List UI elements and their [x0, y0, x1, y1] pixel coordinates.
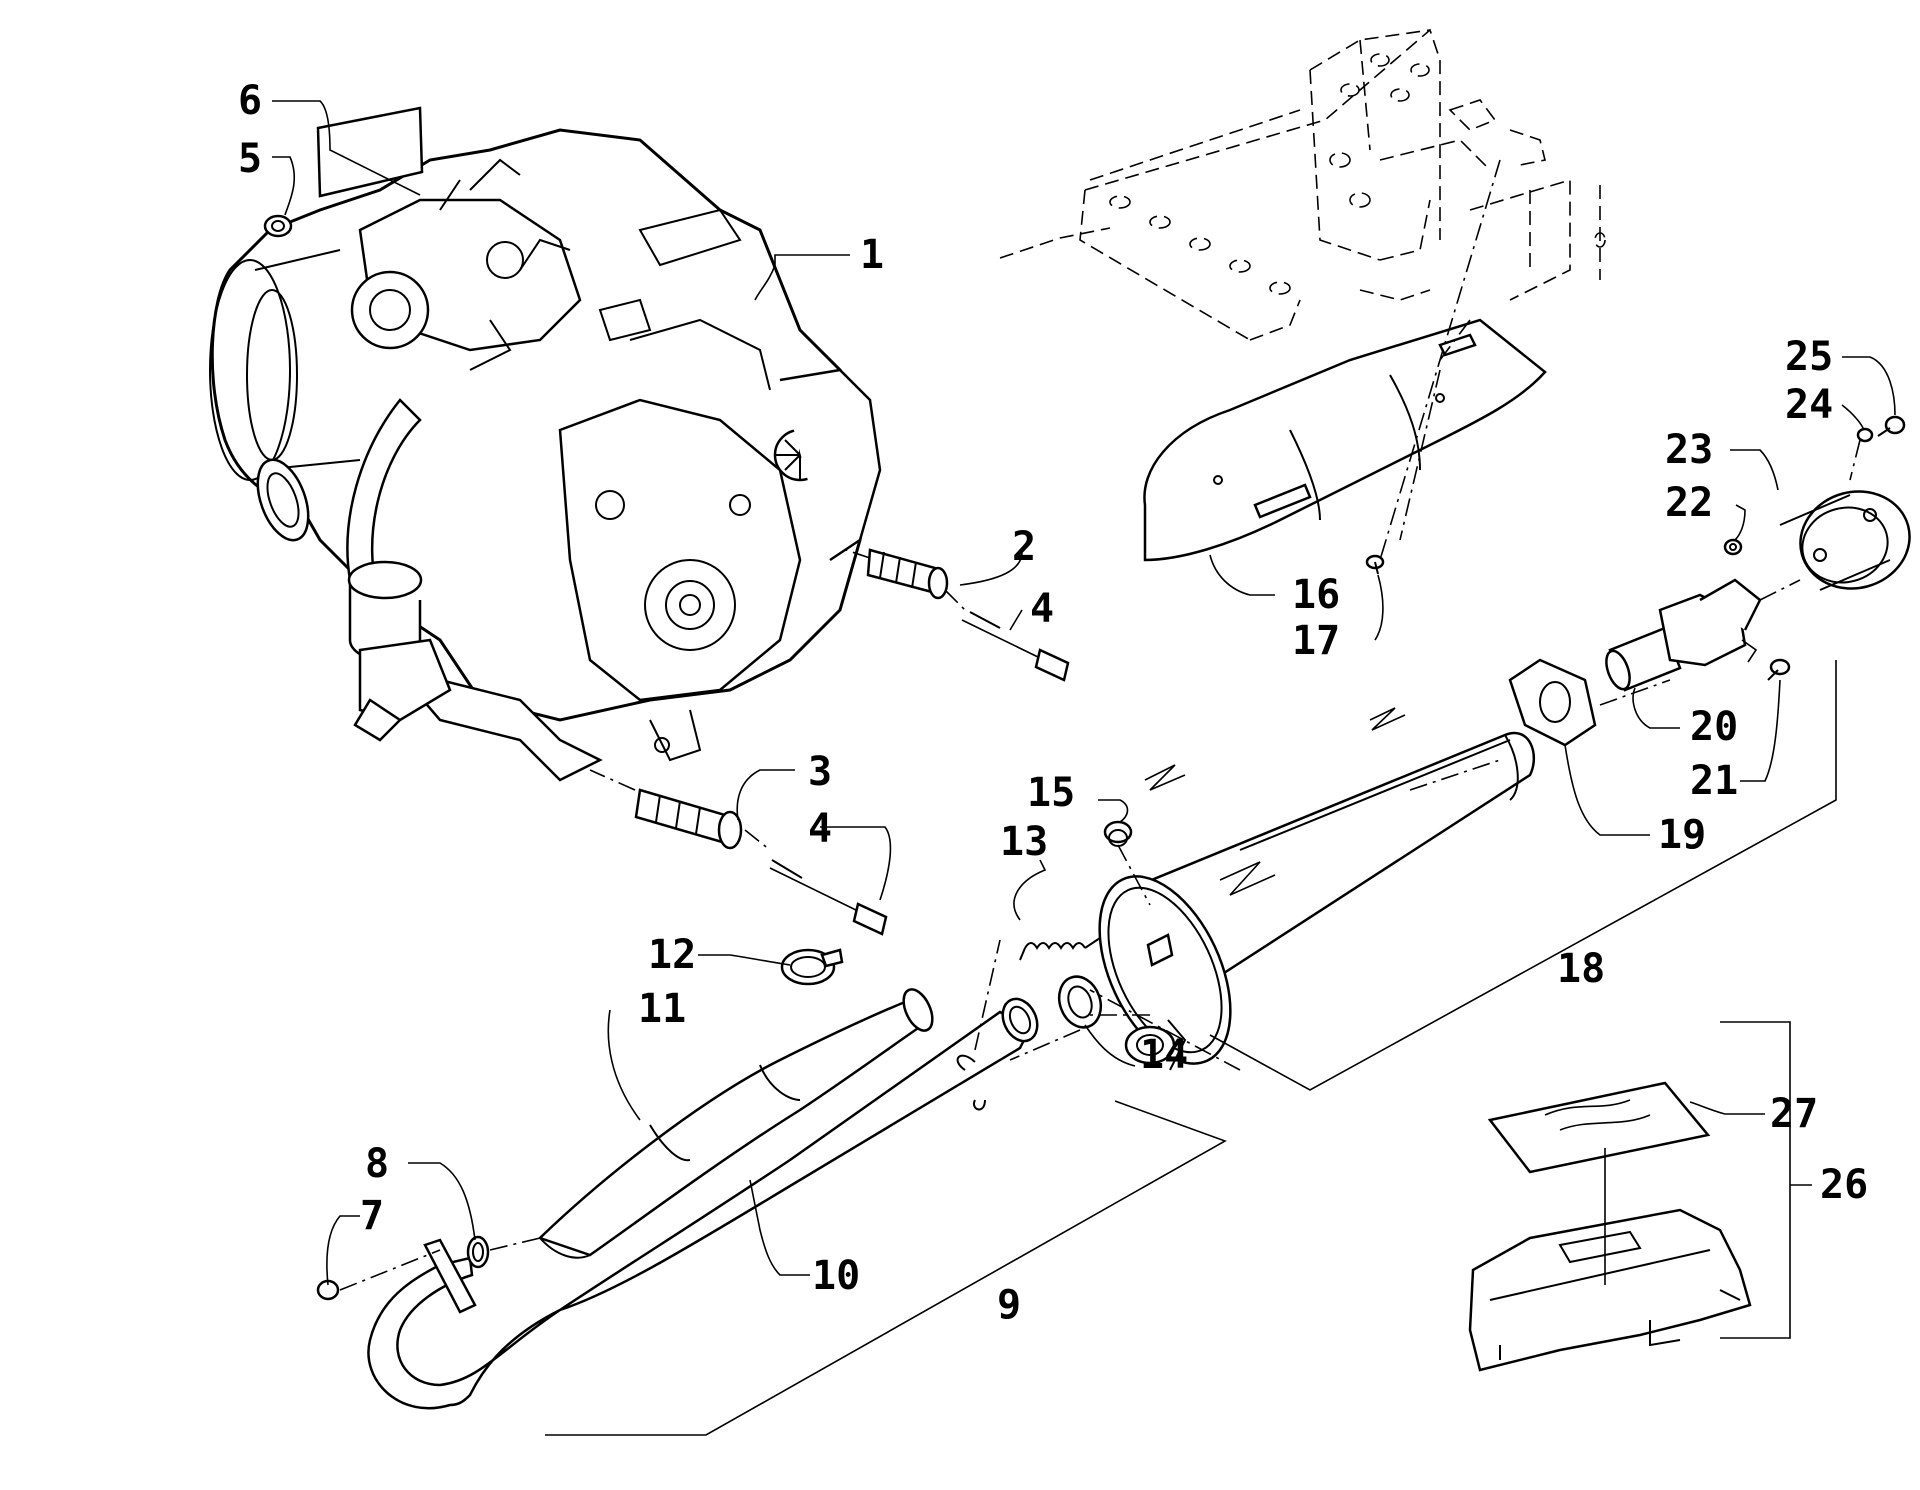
callout-25: 25 [1785, 334, 1833, 380]
tailpipe-20-part [1605, 578, 1762, 692]
screw-25-part [1877, 415, 1906, 437]
callout-13: 13 [1000, 819, 1048, 865]
decal-part [316, 106, 424, 198]
muffler-18-part [1098, 707, 1536, 1071]
callout-labels: 1 2 3 4 4 5 6 7 8 9 10 11 12 13 14 15 16… [238, 78, 1868, 1328]
callout-15: 15 [1027, 770, 1075, 816]
callout-27: 27 [1770, 1091, 1818, 1137]
callout-23: 23 [1665, 427, 1713, 473]
callout-14: 14 [1140, 1032, 1188, 1078]
header-pipe-10-part [367, 997, 1039, 1410]
callout-20: 20 [1690, 704, 1738, 750]
callout-4-lower: 4 [808, 806, 832, 852]
callout-9: 9 [997, 1282, 1021, 1328]
heat-shield-11-part [537, 988, 934, 1259]
heat-shield-16-part [1143, 318, 1547, 562]
callout-6: 6 [238, 78, 262, 124]
callout-18: 18 [1557, 946, 1605, 992]
gasket-14-part [1057, 975, 1103, 1029]
callout-19: 19 [1658, 812, 1706, 858]
engine-assembly [209, 128, 882, 782]
flange-nut-part [263, 214, 293, 238]
callout-24: 24 [1785, 382, 1833, 428]
decal-27-part [1487, 1081, 1711, 1174]
skid-plate-26-part [1468, 1208, 1752, 1372]
screw-21-part [1767, 658, 1791, 681]
callout-26: 26 [1820, 1162, 1868, 1208]
callout-10: 10 [812, 1253, 860, 1299]
callout-1: 1 [860, 232, 884, 278]
gasket-19-part [1508, 658, 1597, 747]
grommet-15-part [1103, 820, 1133, 847]
bolt-4-upper-part [961, 611, 1070, 682]
callout-17: 17 [1292, 618, 1340, 664]
callout-4-upper: 4 [1030, 586, 1054, 632]
callout-8: 8 [365, 1141, 389, 1187]
callout-3: 3 [808, 749, 832, 795]
screw-17-part [1365, 554, 1385, 575]
callout-2: 2 [1012, 524, 1036, 570]
washer-22-part [1723, 538, 1743, 556]
callout-12: 12 [648, 932, 696, 978]
leader-lines [272, 100, 1896, 1436]
end-cap-23-part [1779, 490, 1911, 591]
callout-21: 21 [1690, 758, 1738, 804]
stud-3-part [634, 788, 743, 850]
clamp-12-part [780, 948, 844, 986]
callout-7: 7 [360, 1193, 384, 1239]
callout-22: 22 [1665, 480, 1713, 526]
callout-5: 5 [238, 136, 262, 182]
washer-24-part [1856, 427, 1874, 443]
spring-13-part [1019, 937, 1101, 961]
callout-11: 11 [638, 986, 686, 1032]
gasket-8-part [466, 1235, 490, 1269]
frame-outline [999, 28, 1606, 341]
stud-2-part [866, 548, 949, 600]
bolt-4-lower-part [769, 859, 888, 936]
callout-16: 16 [1292, 572, 1340, 618]
